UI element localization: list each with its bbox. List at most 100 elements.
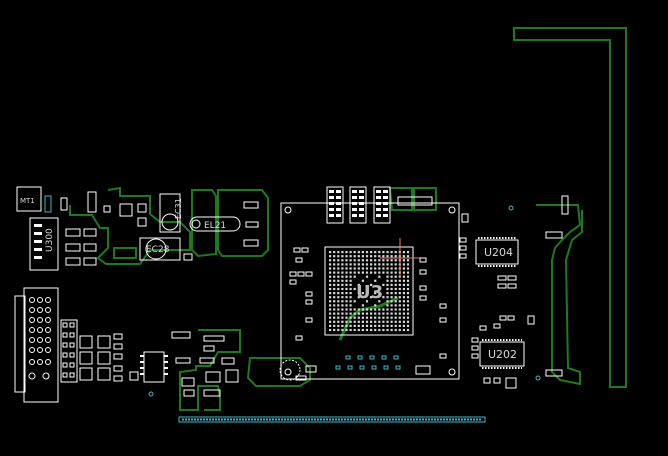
bga-ball — [329, 279, 332, 282]
bga-ball — [370, 308, 373, 311]
bga-ball — [370, 259, 373, 262]
bga-ball — [382, 263, 385, 266]
bga-ball — [406, 304, 410, 307]
bga-ball — [374, 328, 377, 332]
bga-ball — [329, 292, 332, 295]
bga-ball — [378, 251, 381, 254]
bga-ball — [333, 300, 336, 303]
ec28-body — [145, 238, 167, 260]
inductor-trace — [191, 189, 217, 258]
bga-ball — [402, 251, 405, 254]
top-connector-pads — [329, 190, 388, 217]
bga-ball — [398, 324, 401, 327]
bga-ball — [341, 324, 344, 327]
bga-ball — [386, 292, 389, 295]
bga-ball — [337, 320, 340, 323]
bga-ball — [337, 324, 340, 327]
bga-ball — [386, 259, 389, 262]
bga-ball — [357, 251, 360, 254]
bga-ball — [398, 279, 401, 282]
u3-outline — [280, 202, 460, 380]
bga-ball — [370, 328, 373, 332]
bga-ball — [402, 292, 405, 295]
bga-ball — [378, 316, 381, 319]
bga-ball — [365, 300, 369, 303]
bga-ball — [382, 312, 385, 315]
bga-ball — [341, 271, 344, 274]
bga-ball — [345, 296, 348, 299]
bga-ball — [345, 251, 348, 254]
pin-header-outline — [60, 319, 78, 383]
bottom-power-trace — [179, 329, 241, 411]
bga-ball — [329, 296, 332, 299]
left-power-trace — [69, 186, 191, 265]
bga-ball — [365, 320, 369, 323]
bga-ball — [357, 316, 360, 319]
bga-ball — [337, 316, 340, 319]
bga-ball — [345, 271, 348, 274]
bga-ball — [349, 292, 352, 295]
bga-ball — [394, 279, 397, 282]
bga-ball — [390, 287, 393, 291]
bga-ball — [333, 316, 336, 319]
bga-ball — [374, 324, 377, 327]
bga-ball — [378, 308, 381, 311]
u3-via-rows — [335, 355, 401, 370]
bga-ball — [341, 251, 344, 254]
bga-ball — [374, 312, 377, 315]
bga-ball — [329, 251, 332, 254]
bga-ball — [402, 287, 405, 291]
bga-ball — [402, 328, 405, 332]
bga-ball — [337, 328, 340, 332]
bga-ball — [345, 312, 348, 315]
bga-ball — [349, 300, 352, 303]
bga-ball — [390, 300, 393, 303]
bga-ball — [390, 271, 393, 274]
bga-ball — [394, 300, 397, 303]
bga-ball — [406, 275, 410, 278]
bga-ball — [386, 279, 389, 282]
bga-ball — [386, 320, 389, 323]
u204-outline — [475, 239, 519, 265]
bga-ball — [406, 271, 410, 274]
bga-ball — [406, 283, 410, 286]
bga-ball — [329, 324, 332, 327]
bga-ball — [382, 324, 385, 327]
bga-ball — [353, 320, 356, 323]
bga-ball — [345, 287, 348, 291]
bga-ball — [402, 279, 405, 282]
bga-ball — [382, 320, 385, 323]
bga-ball — [378, 312, 381, 315]
bga-ball — [386, 324, 389, 327]
center-bottom-trace — [246, 357, 311, 387]
bga-ball — [390, 251, 393, 254]
bga-ball — [394, 296, 397, 299]
bga-ball — [345, 328, 348, 332]
bga-ball — [386, 287, 389, 291]
bga-ball — [357, 255, 360, 258]
bga-ball — [333, 312, 336, 315]
bga-ball — [333, 259, 336, 262]
bga-ball — [345, 316, 348, 319]
bga-ball — [398, 287, 401, 291]
bga-ball — [353, 324, 356, 327]
bga-ball — [361, 267, 364, 270]
bga-ball — [353, 275, 356, 278]
bga-ball — [345, 320, 348, 323]
bga-ball — [406, 263, 410, 266]
bga-ball — [382, 328, 385, 332]
bga-ball — [333, 324, 336, 327]
bga-ball — [349, 308, 352, 311]
bga-ball — [333, 328, 336, 332]
ec31-body — [161, 213, 179, 231]
bga-ball — [386, 263, 389, 266]
bga-ball — [406, 292, 410, 295]
bga-ball — [394, 283, 397, 286]
board-edge-trace — [513, 27, 627, 388]
bga-ball — [378, 287, 381, 291]
bga-ball — [378, 275, 381, 278]
bga-ball — [349, 320, 352, 323]
bga-ball — [406, 267, 410, 270]
bga-ball — [398, 296, 401, 299]
